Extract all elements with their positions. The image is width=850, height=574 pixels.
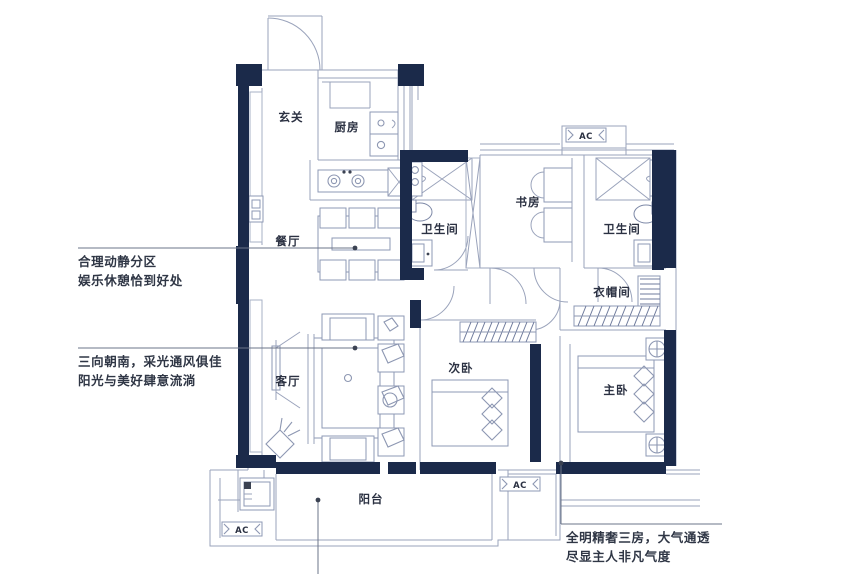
svg-text:AC: AC	[579, 132, 593, 142]
room-label-bed2: 次卧	[449, 361, 474, 375]
room-label-balcony: 阳台	[359, 492, 384, 506]
callout-leaders	[78, 245, 722, 574]
room-label-entry: 玄关	[279, 110, 304, 124]
room-label-living: 客厅	[275, 374, 301, 388]
room-label-closet: 衣帽间	[593, 285, 631, 299]
room-label-bed1: 主卧	[604, 383, 629, 397]
room-label-study: 书房	[516, 195, 541, 209]
room-label-bath2: 卫生间	[603, 222, 641, 236]
svg-text:AC: AC	[235, 526, 249, 536]
callout-sunlight-text: 三向朝南，采光通风俱佳 阳光与美好肆意流淌	[78, 354, 223, 388]
room-label-kitchen: 厨房	[335, 120, 360, 134]
ac-labels: AC AC AC	[221, 127, 607, 537]
svg-text:AC: AC	[513, 481, 527, 491]
callout-master-text: 全明精奢三房，大气通透 尽显主人非凡气度	[566, 530, 711, 564]
ac-unit-balcony: AC	[499, 476, 541, 492]
structural-walls	[236, 64, 676, 474]
room-label-bath1: 卫生间	[421, 222, 459, 236]
room-label-dining: 餐厅	[275, 234, 301, 248]
callout-zoning-text: 合理动静分区 娱乐休憩恰到好处	[78, 254, 183, 288]
ac-unit-top: AC	[565, 127, 607, 143]
room-labels: 玄关 厨房 餐厅 客厅 卫生间 书房 卫生间 衣帽间 次卧 主卧 阳台	[275, 110, 641, 506]
ac-unit-left: AC	[221, 521, 263, 537]
